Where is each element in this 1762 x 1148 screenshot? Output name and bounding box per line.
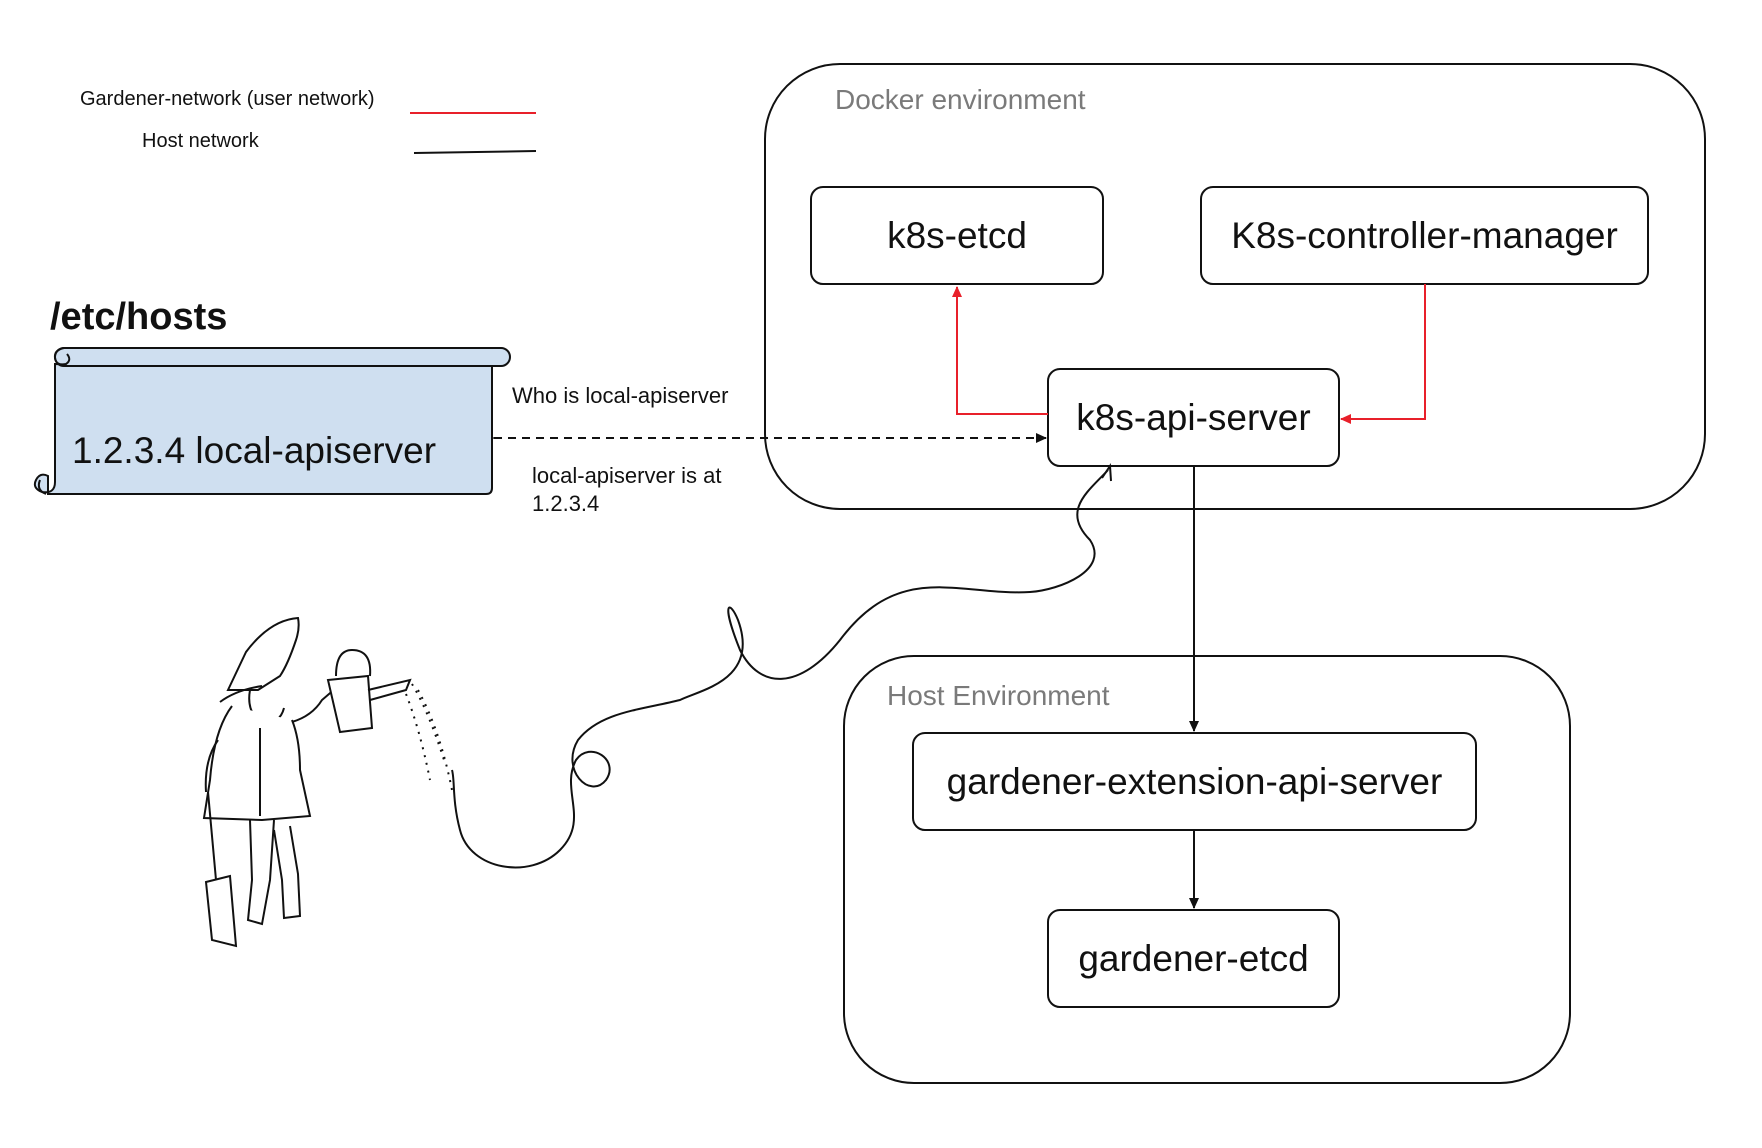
host-environment-label: Host Environment [887, 680, 1110, 711]
hose-arrow-head [1101, 462, 1112, 482]
gardener-etcd-box [1047, 909, 1340, 1008]
controller-manager-to-api-server-arrow [1340, 284, 1426, 424]
dns-answer-line2: 1.2.3.4 [532, 491, 600, 516]
k8s-etcd-box [810, 186, 1104, 285]
legend-host-network-line [413, 150, 537, 154]
docker-environment-box [764, 63, 1706, 510]
dns-answer-line1: local-apiserver is at [532, 463, 722, 488]
legend-user-network-label: Gardener-network (user network) [80, 88, 375, 110]
garden-hose [451, 469, 1109, 869]
legend-host-network-label: Host network [142, 130, 259, 152]
hosts-file-scroll [33, 347, 511, 495]
gardener-figure-icon [202, 616, 453, 948]
hosts-file-entry: 1.2.3.4 local-apiserver [72, 430, 437, 471]
gardener-extension-api-server-label: gardener-extension-api-server [946, 761, 1443, 802]
k8s-controller-manager-label: K8s-controller-manager [1231, 215, 1618, 256]
api-server-to-etcd-arrow [952, 286, 1048, 415]
hosts-file-title: /etc/hosts [50, 296, 228, 338]
dns-question: Who is local-apiserver [512, 383, 729, 408]
k8s-api-server-label: k8s-api-server [1076, 397, 1311, 438]
gardener-etcd-label: gardener-etcd [1078, 938, 1309, 979]
docker-environment-label: Docker environment [835, 84, 1086, 115]
k8s-etcd-label: k8s-etcd [887, 215, 1027, 256]
host-environment-box [843, 655, 1571, 1084]
